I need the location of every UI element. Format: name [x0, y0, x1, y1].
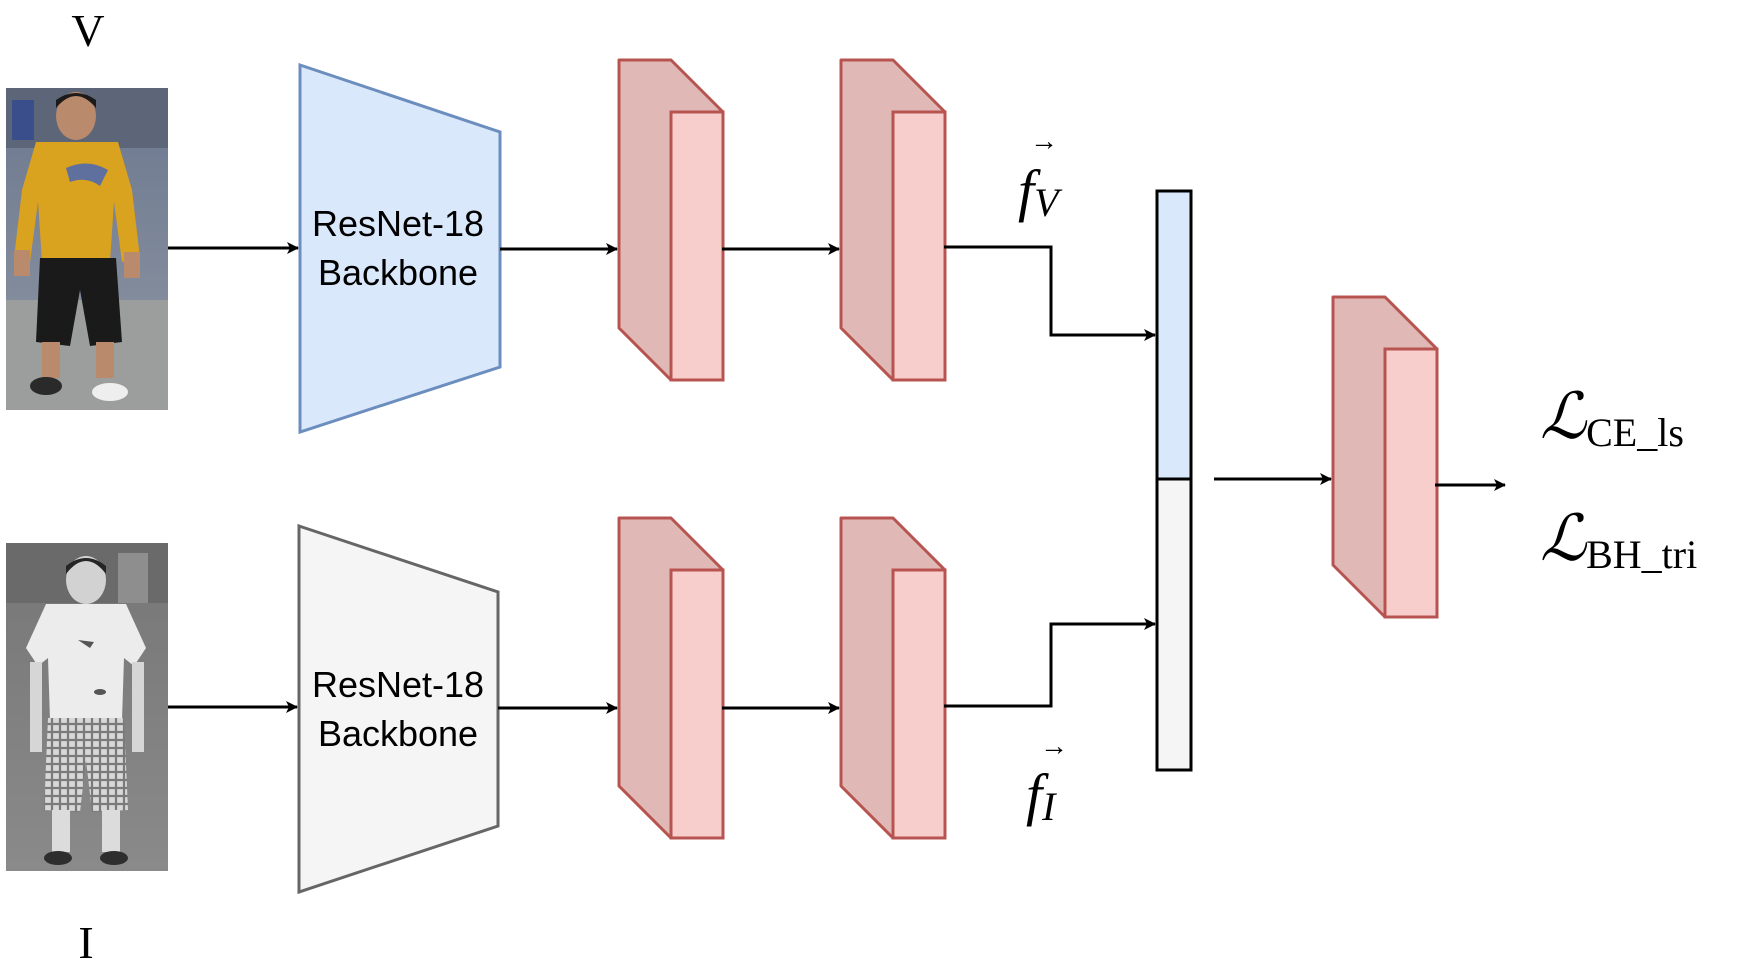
svg-text:ℒCE_ls: ℒCE_ls [1540, 381, 1684, 455]
visible-backbone-label-line1: ResNet-18 [312, 203, 484, 244]
visible-feature-label: → fV [1018, 126, 1063, 225]
infrared-layer-1 [617, 516, 725, 840]
infrared-feature-segment [1155, 477, 1193, 772]
infrared-feature-subscript: I [1041, 784, 1057, 829]
visible-layer-2 [839, 58, 947, 382]
visible-modality-label: V [71, 5, 104, 56]
visible-feature-arrow: → [1030, 126, 1058, 157]
visible-person-image [6, 88, 168, 410]
fusion-head-layer [1331, 295, 1439, 619]
infrared-layer-2-front [891, 568, 947, 840]
infrared-backbone-label-line2: Backbone [318, 713, 478, 754]
infrared-feature-label: → fI [1026, 731, 1068, 829]
infrared-feature-arrow: → [1040, 731, 1068, 762]
infrared-layer-1-front [669, 568, 725, 840]
visible-layer-2-front [891, 110, 947, 382]
visible-layer-1-front [669, 110, 725, 382]
svg-text:fI: fI [1026, 762, 1057, 829]
visible-feature-subscript: V [1034, 180, 1063, 225]
infrared-modality-label: I [78, 917, 93, 967]
bh-tri-loss-symbol: ℒ [1540, 503, 1588, 574]
svg-text:fV: fV [1018, 158, 1063, 225]
infrared-backbone: ResNet-18 Backbone [297, 523, 500, 895]
ce-loss-subscript: CE_ls [1586, 410, 1684, 455]
visible-feature-segment [1155, 189, 1193, 481]
ce-loss-symbol: ℒ [1540, 381, 1588, 452]
bh-tri-loss-subscript: BH_tri [1586, 532, 1697, 577]
infrared-layer-2 [839, 516, 947, 840]
visible-backbone: ResNet-18 Backbone [298, 62, 502, 435]
concatenated-feature-vector [1155, 189, 1193, 772]
visible-layer-1 [617, 58, 725, 382]
fusion-head-layer-front [1383, 347, 1439, 619]
loss-labels: ℒCE_ls ℒBH_tri [1540, 381, 1697, 577]
svg-text:ℒBH_tri: ℒBH_tri [1540, 503, 1697, 577]
infrared-person-image [6, 543, 168, 871]
visible-backbone-label-line2: Backbone [318, 252, 478, 293]
connectors [168, 242, 1506, 714]
arrow-infrared-layer2-to-concat [944, 618, 1156, 708]
infrared-backbone-label-line1: ResNet-18 [312, 664, 484, 705]
arrow-visible-layer2-to-concat [944, 245, 1156, 341]
